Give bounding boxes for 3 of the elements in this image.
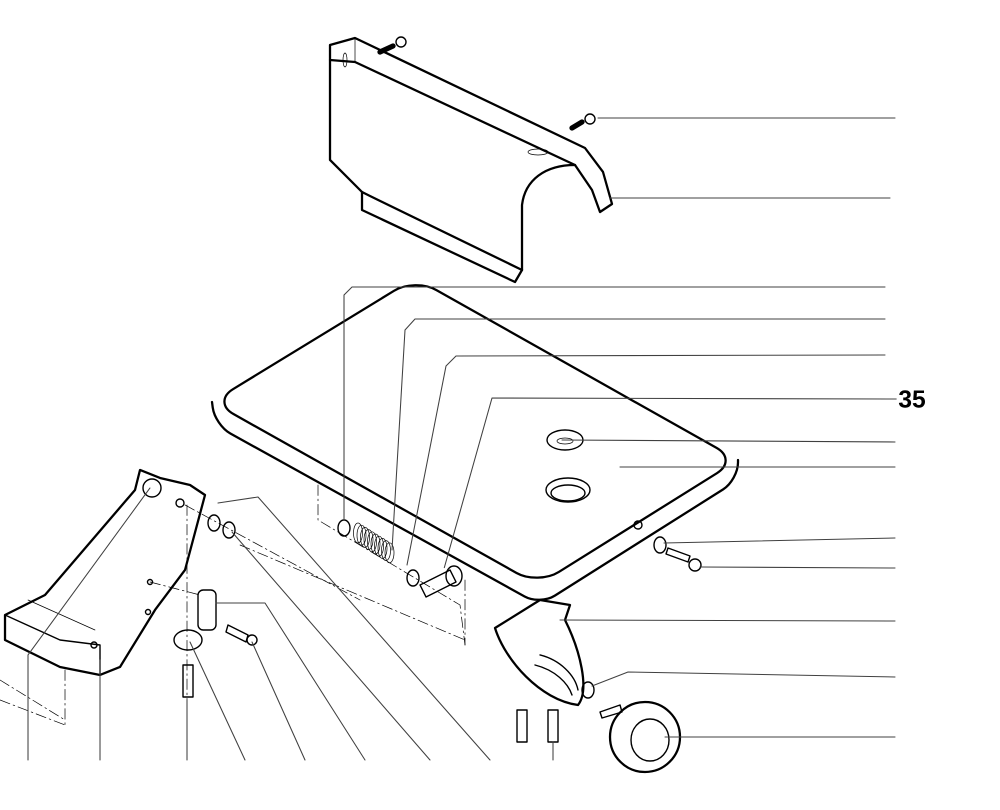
callout-number: 35	[898, 390, 925, 408]
screw-drawing	[419, 565, 463, 598]
leader-line	[444, 397, 897, 568]
